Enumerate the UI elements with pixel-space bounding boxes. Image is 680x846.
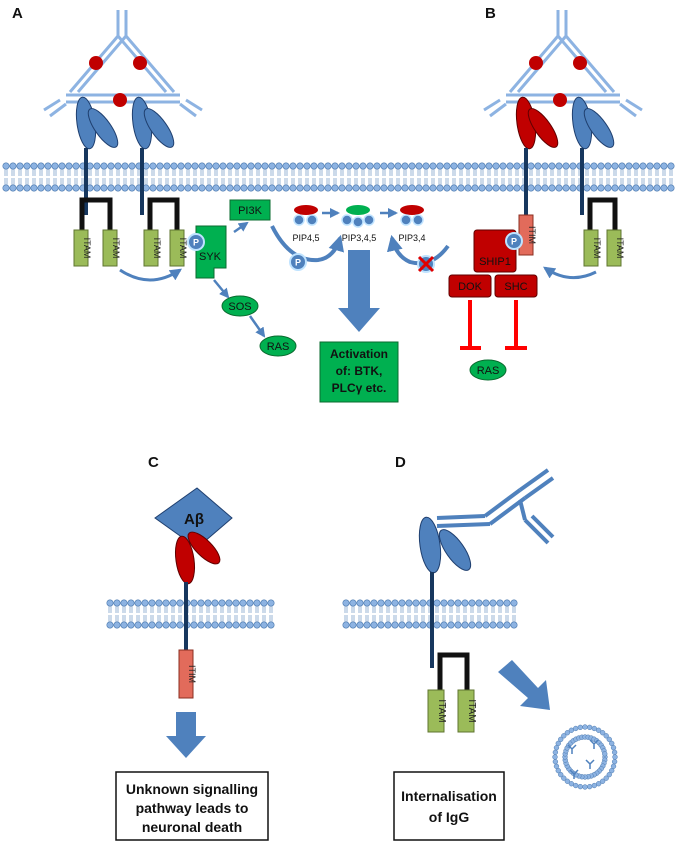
syk-label: SYK xyxy=(199,251,222,263)
pi3k-label: PI3K xyxy=(238,205,263,217)
shc-label: SHC xyxy=(504,281,527,293)
ship1-recruit-arrow xyxy=(543,266,597,280)
itam-box-b2: ITAM xyxy=(606,229,625,267)
svg-text:ITAM: ITAM xyxy=(615,238,625,259)
igg-antibody-d xyxy=(436,468,555,545)
itam-box-b1: ITAM xyxy=(583,229,602,267)
internalisation-text-1: Internalisation xyxy=(401,788,497,804)
ship1-box: P SHIP1 xyxy=(473,229,523,273)
cell-membrane-c xyxy=(106,599,275,629)
unknown-text-3: neuronal death xyxy=(142,819,242,835)
internalised-igg-fragments xyxy=(567,739,599,779)
syk-to-sos-arrow xyxy=(213,279,230,299)
fc-receptor-a1 xyxy=(75,96,119,250)
pip34-label: PIP3,4 xyxy=(398,233,425,243)
svg-text:P: P xyxy=(193,238,199,248)
fc-receptor-d xyxy=(418,516,472,708)
svg-text:ITAM: ITAM xyxy=(82,238,92,259)
itim-box-c: ITIM xyxy=(178,649,197,699)
panel-label-b: B xyxy=(485,5,496,22)
immune-complex-a-antigens xyxy=(89,56,147,107)
activation-text-2: of: BTK, xyxy=(336,364,383,378)
svg-text:ITAM: ITAM xyxy=(592,238,602,259)
ras-label-a: RAS xyxy=(267,341,290,353)
ras-label-b: RAS xyxy=(477,365,500,377)
internalised-vesicle xyxy=(552,724,618,790)
unknown-pathway-box: Unknown signalling pathway leads to neur… xyxy=(115,771,269,841)
svg-text:ITIM: ITIM xyxy=(527,226,537,244)
panel-label-d: D xyxy=(395,454,406,471)
svg-text:ITAM: ITAM xyxy=(152,238,162,259)
syk-to-pi3k-arrow xyxy=(233,221,249,234)
pip345-label: PIP3,4,5 xyxy=(342,233,377,243)
dok-label: DOK xyxy=(458,281,483,293)
pi3k-phosphorylation-arrow xyxy=(270,225,344,263)
syk-recruit-arrow xyxy=(119,268,182,282)
immune-complex-b-antigens xyxy=(529,56,587,107)
internalisation-box: Internalisation of IgG xyxy=(393,771,505,841)
shc-box: SHC xyxy=(494,274,538,298)
sos-to-ras-arrow xyxy=(248,315,266,338)
inhibitory-receptor-c xyxy=(174,531,221,660)
pi3k-box: PI3K xyxy=(229,199,271,221)
unknown-text-1: Unknown signalling xyxy=(126,781,258,797)
cell-membrane-top xyxy=(2,162,675,192)
arrow-c xyxy=(166,712,206,758)
ras-oval-a: RAS xyxy=(259,335,297,357)
pip45-molecule: PIP4,5 xyxy=(292,205,320,243)
svg-text:ITIM: ITIM xyxy=(187,665,197,683)
svg-text:ITAM: ITAM xyxy=(466,699,477,722)
itam-box-a3: ITAM xyxy=(143,229,162,267)
activation-text-1: Activation xyxy=(330,347,388,361)
fc-receptor-a2 xyxy=(131,96,180,250)
panel-label-a: A xyxy=(12,5,23,22)
svg-text:P: P xyxy=(295,258,301,268)
itam-box-d2: ITAM xyxy=(457,689,477,733)
arrow-d xyxy=(498,660,550,710)
internalisation-text-2: of IgG xyxy=(429,809,470,825)
fc-receptor-b xyxy=(571,96,618,250)
itam-box-a1: ITAM xyxy=(73,229,92,267)
inhibition-lines xyxy=(460,300,527,350)
dok-box: DOK xyxy=(448,274,492,298)
syk-box: P SYK xyxy=(187,225,227,279)
pip345-molecule: PIP3,4,5 xyxy=(341,205,377,243)
activation-arrow xyxy=(338,250,380,332)
svg-text:ITAM: ITAM xyxy=(111,238,121,259)
unknown-text-2: pathway leads to xyxy=(136,800,249,816)
ship1-dephosphorylation-arrow xyxy=(386,234,450,266)
pip45-label: PIP4,5 xyxy=(292,233,319,243)
itam-box-a4: ITAM xyxy=(169,229,188,267)
inhibitory-receptor-b xyxy=(515,96,559,220)
svg-text:ITAM: ITAM xyxy=(178,238,188,259)
itam-box-a2: ITAM xyxy=(102,229,121,267)
phosphate-pi3k: P xyxy=(289,253,307,271)
activation-box: Activation of: BTK, PLCγ etc. xyxy=(319,341,399,403)
activation-text-3: PLCγ etc. xyxy=(332,381,387,395)
removed-phosphate-x xyxy=(417,255,435,273)
pip34-molecule: PIP3,4 xyxy=(398,205,426,243)
ship1-label: SHIP1 xyxy=(479,256,511,268)
cell-membrane-d xyxy=(342,599,518,629)
sos-oval: SOS xyxy=(221,295,259,317)
sos-label: SOS xyxy=(228,301,251,313)
ras-oval-b: RAS xyxy=(469,359,507,381)
svg-text:ITAM: ITAM xyxy=(436,699,447,722)
itam-box-d1: ITAM xyxy=(427,689,447,733)
abeta-label: Aβ xyxy=(184,511,204,528)
svg-text:P: P xyxy=(511,237,517,247)
panel-label-c: C xyxy=(148,454,159,471)
itim-box-b: ITIM xyxy=(518,214,537,256)
